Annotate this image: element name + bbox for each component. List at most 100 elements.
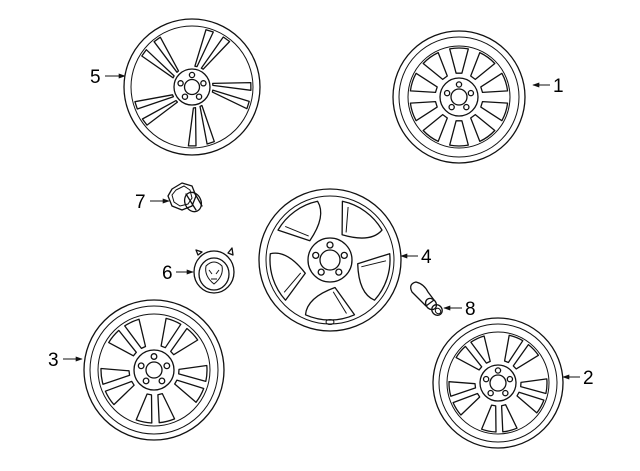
callout-6: 6 bbox=[162, 263, 194, 284]
spoke-pocket bbox=[448, 381, 477, 397]
spoke-pocket bbox=[108, 329, 137, 357]
spoke-pocket bbox=[520, 378, 548, 395]
spoke-edge bbox=[361, 260, 387, 268]
spoke-window bbox=[357, 253, 391, 301]
spoke-pocket bbox=[178, 364, 208, 383]
spoke-edge bbox=[285, 225, 309, 237]
twin-spoke bbox=[187, 107, 197, 147]
wheel-4[interactable] bbox=[258, 188, 402, 332]
lug-hole bbox=[181, 93, 189, 100]
lug-hole bbox=[448, 103, 455, 111]
lug-hole bbox=[506, 375, 514, 383]
spoke-pocket bbox=[503, 334, 524, 364]
wheel-1[interactable] bbox=[392, 30, 526, 164]
spoke-pocket bbox=[480, 404, 497, 433]
spoke-pocket bbox=[174, 379, 205, 403]
callout-2: 2 bbox=[562, 368, 594, 389]
twin-spoke bbox=[141, 49, 175, 79]
spoke-pocket bbox=[100, 367, 131, 385]
spoke-pocket bbox=[124, 318, 147, 350]
spoke-pocket bbox=[480, 100, 509, 122]
twin-spoke bbox=[153, 36, 180, 73]
twin-spoke bbox=[194, 29, 214, 68]
spoke-edge bbox=[345, 206, 349, 233]
spoke-pocket bbox=[470, 51, 496, 81]
spoke-pocket bbox=[470, 335, 491, 364]
callout-1: 1 bbox=[532, 76, 564, 97]
spoke-pocket bbox=[422, 113, 448, 143]
callout-label: 7 bbox=[135, 192, 146, 213]
lug-hole bbox=[177, 80, 184, 87]
spoke-edge bbox=[332, 291, 347, 314]
lug-hole bbox=[443, 89, 451, 97]
callout-label: 5 bbox=[90, 67, 101, 88]
lug-nut[interactable] bbox=[167, 182, 204, 214]
spoke-pocket bbox=[422, 51, 448, 81]
spoke-pocket bbox=[500, 404, 518, 433]
spoke-pocket bbox=[157, 392, 176, 424]
spoke-window bbox=[341, 200, 383, 239]
twin-spoke bbox=[134, 94, 175, 110]
spoke-pocket bbox=[104, 380, 135, 406]
spoke-window bbox=[269, 252, 306, 301]
twin-spoke bbox=[211, 89, 250, 110]
lug-hole bbox=[163, 362, 171, 370]
callout-5: 5 bbox=[90, 67, 126, 88]
callout-3: 3 bbox=[48, 350, 83, 371]
twin-spoke bbox=[199, 104, 215, 145]
spoke-pocket bbox=[452, 392, 481, 416]
lug-hole bbox=[494, 367, 502, 374]
spoke-pocket bbox=[135, 393, 153, 424]
lug-hole bbox=[326, 241, 334, 249]
callout-label: 4 bbox=[421, 247, 432, 268]
spoke-pocket bbox=[470, 113, 496, 143]
spoke-pocket bbox=[516, 391, 545, 414]
spoke-pocket bbox=[160, 317, 182, 349]
spoke-window bbox=[277, 200, 322, 242]
lug-hole bbox=[137, 362, 145, 370]
lug-hole bbox=[312, 251, 320, 260]
spoke-window bbox=[304, 286, 356, 321]
spoke-pocket bbox=[480, 72, 509, 94]
lug-hole bbox=[482, 375, 490, 383]
lug-hole bbox=[335, 268, 343, 276]
spoke-pocket bbox=[170, 327, 199, 356]
lug-hole bbox=[463, 103, 470, 111]
callout-label: 6 bbox=[162, 263, 173, 284]
lug-hole bbox=[502, 389, 509, 397]
lug-hole bbox=[150, 353, 158, 360]
lug-hole bbox=[158, 377, 166, 385]
spoke-pocket bbox=[449, 120, 469, 147]
callout-label: 8 bbox=[465, 299, 476, 320]
callout-4: 4 bbox=[400, 247, 432, 268]
spoke-pocket bbox=[455, 345, 483, 371]
lug-hole bbox=[455, 81, 463, 88]
callout-7: 7 bbox=[135, 192, 170, 213]
callout-label: 2 bbox=[583, 368, 594, 389]
twin-spoke bbox=[200, 36, 231, 70]
center-cap[interactable] bbox=[193, 247, 235, 294]
wheel-5[interactable] bbox=[123, 18, 261, 156]
lug-hole bbox=[142, 377, 150, 385]
lug-hole bbox=[467, 89, 475, 97]
callout-8: 8 bbox=[443, 299, 476, 320]
spoke-pocket bbox=[512, 343, 540, 370]
twin-spoke bbox=[212, 81, 252, 91]
wheel-3[interactable] bbox=[83, 299, 225, 441]
lug-hole bbox=[340, 251, 348, 260]
twin-spoke bbox=[141, 99, 179, 126]
lug-hole bbox=[188, 71, 196, 79]
wheel-2[interactable] bbox=[432, 317, 564, 449]
spoke-pocket bbox=[409, 100, 438, 122]
callout-label: 1 bbox=[553, 76, 564, 97]
spoke-pocket bbox=[409, 72, 438, 94]
spoke-pocket bbox=[449, 47, 469, 74]
lug-hole bbox=[195, 93, 203, 100]
spoke-edge bbox=[283, 272, 302, 293]
lug-hole bbox=[200, 80, 207, 87]
callout-label: 3 bbox=[48, 350, 59, 371]
lug-hole bbox=[487, 389, 494, 397]
valve-stem[interactable] bbox=[410, 281, 445, 317]
